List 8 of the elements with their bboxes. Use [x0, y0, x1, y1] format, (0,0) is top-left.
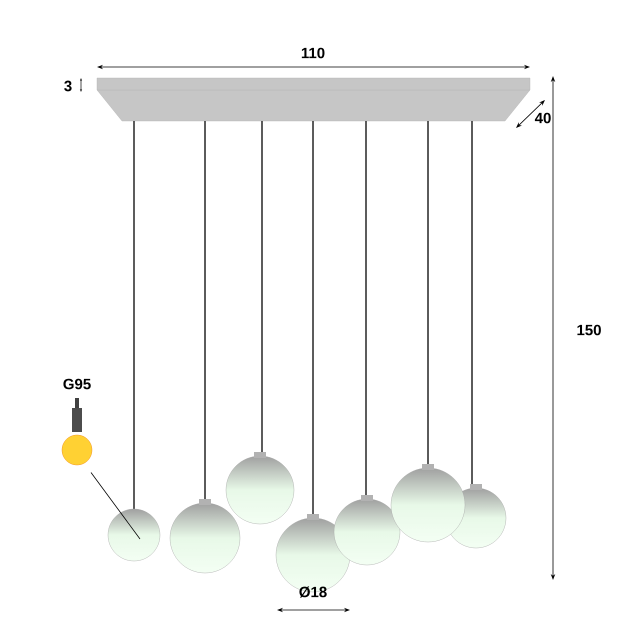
- glass-globe-drawing: [108, 508, 160, 562]
- bulb-type-label: G95: [63, 378, 91, 390]
- leader-line: [90, 472, 140, 540]
- dimension-label: 40: [534, 112, 551, 124]
- dimension-label: 110: [302, 48, 324, 58]
- dimension-label: 3: [64, 80, 72, 92]
- dimension-label: Ø18: [299, 586, 327, 598]
- dimension-label: 150: [577, 324, 601, 336]
